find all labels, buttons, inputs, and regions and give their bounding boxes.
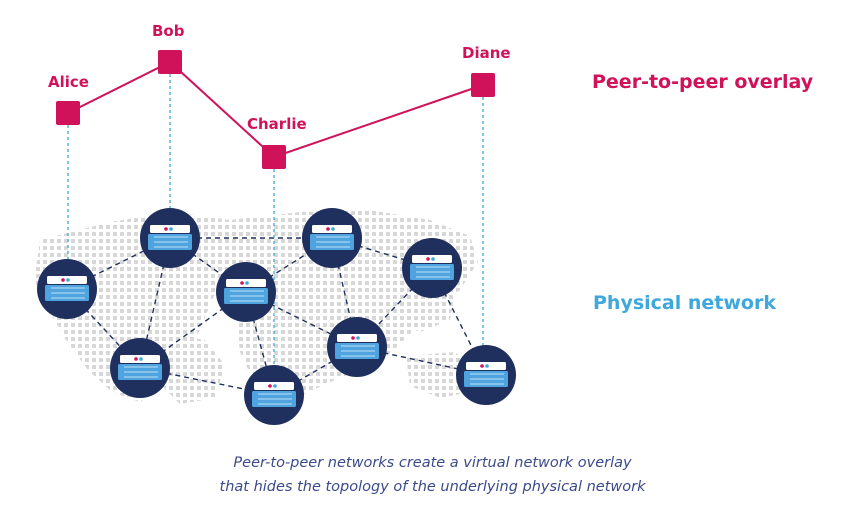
server-node xyxy=(110,338,170,398)
server-node xyxy=(456,345,516,405)
peer-node-charlie xyxy=(262,145,286,169)
overlay-title: Peer-to-peer overlay xyxy=(592,71,814,93)
peer-label-charlie: Charlie xyxy=(247,115,307,133)
caption-line-1: Peer-to-peer networks create a virtual n… xyxy=(233,455,632,471)
overlay-peers: Alice Bob Charlie Diane xyxy=(48,22,511,169)
server-node xyxy=(140,208,200,268)
server-node xyxy=(244,365,304,425)
server-node xyxy=(37,259,97,319)
peer-label-alice: Alice xyxy=(48,73,89,91)
server-icon xyxy=(148,225,192,250)
server-icon xyxy=(118,355,162,380)
server-icon xyxy=(252,382,296,407)
peer-label-bob: Bob xyxy=(152,22,185,40)
server-icon xyxy=(464,362,508,387)
peer-label-diane: Diane xyxy=(462,44,511,62)
server-icon xyxy=(335,334,379,359)
caption-line-2: that hides the topology of the underlyin… xyxy=(219,479,646,495)
server-node xyxy=(327,317,387,377)
server-node xyxy=(216,262,276,322)
peer-node-alice xyxy=(56,101,80,125)
server-icon xyxy=(410,255,454,280)
overlay-links xyxy=(67,60,484,159)
physical-link xyxy=(169,237,247,293)
server-icon xyxy=(45,276,89,301)
peer-node-diane xyxy=(471,73,495,97)
physical-nodes xyxy=(37,208,516,425)
peer-node-bob xyxy=(158,50,182,74)
server-icon xyxy=(310,225,354,250)
server-node xyxy=(402,238,462,298)
server-node xyxy=(302,208,362,268)
peer-projection-lines xyxy=(67,74,484,367)
server-icon xyxy=(224,279,268,304)
physical-network-title: Physical network xyxy=(593,292,776,314)
physical-link xyxy=(273,346,358,396)
